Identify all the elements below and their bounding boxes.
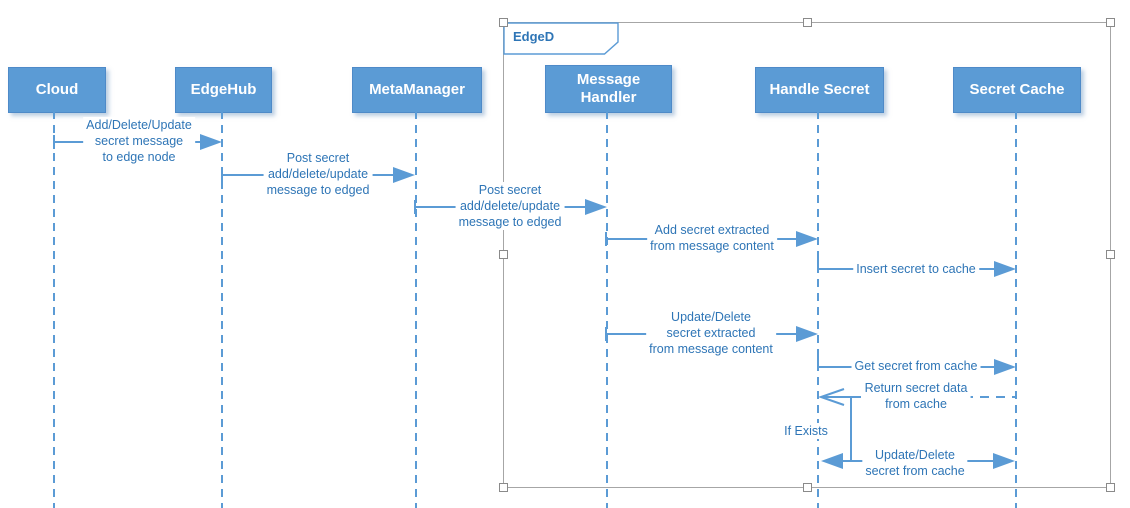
edged-frame-tab[interactable]	[503, 22, 620, 55]
lifeline-message-handler[interactable]	[606, 111, 608, 508]
message-label: Update/Delete secret from cache	[862, 447, 968, 479]
selection-handle-mid-left[interactable]	[499, 250, 508, 259]
arrowhead-right	[994, 261, 1016, 277]
lifeline-cloud[interactable]	[53, 111, 55, 508]
arrowhead-right	[585, 199, 607, 215]
arrowhead-right	[993, 453, 1015, 469]
selection-handle-top-right[interactable]	[1106, 18, 1115, 27]
arrowhead-right	[994, 359, 1016, 375]
message-label: Add secret extracted from message conten…	[647, 222, 777, 254]
actor-metamanager[interactable]: MetaManager	[352, 67, 482, 113]
message-tail	[817, 256, 819, 270]
actor-message-handler-label: Message Handler	[576, 71, 641, 106]
actor-metamanager-label: MetaManager	[369, 81, 465, 98]
actor-handle-secret-label: Handle Secret	[769, 81, 870, 98]
message-label: Update/Delete secret extracted from mess…	[646, 309, 776, 357]
selection-handle-bottom-middle[interactable]	[803, 483, 812, 492]
condition-label: If Exists	[781, 423, 831, 439]
actor-cloud-label: Cloud	[35, 81, 79, 98]
message-label: Get secret from cache	[851, 358, 981, 374]
actor-edgehub[interactable]: EdgeHub	[175, 67, 272, 113]
message-line	[821, 396, 852, 398]
lifeline-metamanager[interactable]	[415, 111, 417, 508]
selection-handle-top-left[interactable]	[499, 18, 508, 27]
actor-handle-secret[interactable]: Handle Secret	[755, 67, 884, 113]
selection-handle-mid-right[interactable]	[1106, 250, 1115, 259]
selection-handle-bottom-left[interactable]	[499, 483, 508, 492]
message-label: Post secret add/delete/update message to…	[263, 150, 373, 198]
actor-secret-cache[interactable]: Secret Cache	[953, 67, 1081, 113]
lifeline-secret-cache[interactable]	[1015, 111, 1017, 508]
actor-edgehub-label: EdgeHub	[190, 81, 257, 98]
message-label: Post secret add/delete/update message to…	[455, 182, 565, 230]
frame-title: EdgeD	[513, 29, 555, 44]
lifeline-edgehub[interactable]	[221, 111, 223, 508]
actor-cloud[interactable]: Cloud	[8, 67, 106, 113]
arrowhead-right	[796, 326, 818, 342]
branch-connector-line	[850, 396, 852, 462]
actor-message-handler[interactable]: Message Handler	[545, 65, 672, 113]
arrowhead-right	[200, 134, 222, 150]
actor-secret-cache-label: Secret Cache	[969, 81, 1065, 98]
arrowhead-right	[796, 231, 818, 247]
selection-handle-top-middle[interactable]	[803, 18, 812, 27]
selection-handle-bottom-right[interactable]	[1106, 483, 1115, 492]
message-tail	[817, 354, 819, 368]
message-label: Add/Delete/Update secret message to edge…	[83, 117, 195, 165]
lifeline-handle-secret[interactable]	[817, 111, 819, 508]
message-label: Return secret data from cache	[861, 380, 971, 412]
arrowhead-left	[821, 453, 843, 469]
arrowhead-right	[393, 167, 415, 183]
message-label: Insert secret to cache	[853, 261, 979, 277]
